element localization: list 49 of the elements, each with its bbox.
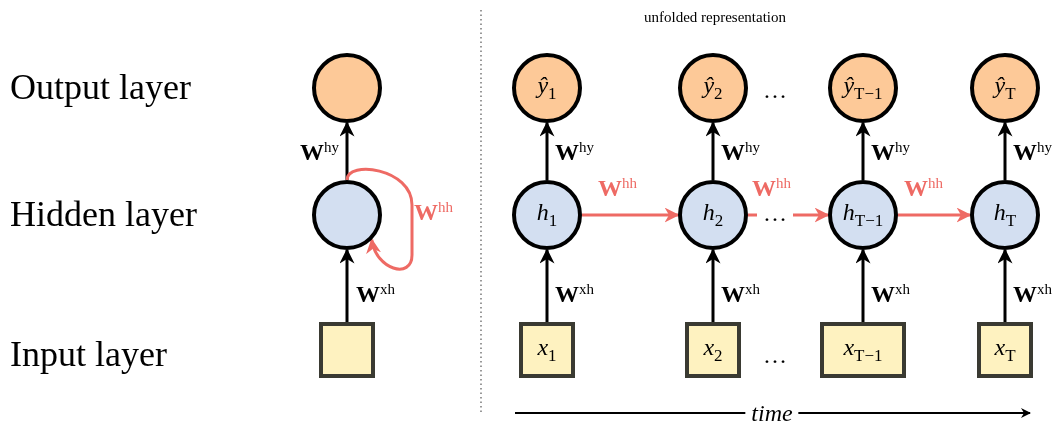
- node-label: ŷ$_{1}$: [537, 72, 557, 104]
- edge-label: W$^{hy}$: [555, 140, 594, 164]
- arrow: [539, 121, 555, 180]
- arrow: [582, 207, 680, 223]
- arrow: [997, 248, 1013, 322]
- edge-label: W$^{hy}$: [1013, 140, 1052, 164]
- title-text: unfolded representation: [644, 8, 786, 26]
- input-node: [519, 322, 575, 378]
- edge-label: W$^{xh}$: [721, 282, 760, 306]
- edge-label: W$^{hh}$: [904, 176, 943, 200]
- ellipsis: …: [763, 75, 787, 105]
- layer-label: Hidden layer: [10, 193, 197, 237]
- node-label: ŷ$_{T}$: [994, 72, 1016, 104]
- arrow: [705, 121, 721, 180]
- edge-label: W$^{xh}$: [871, 282, 910, 306]
- edge-label: W$^{hy}$: [300, 140, 339, 164]
- node-label: x$_{T}$: [994, 334, 1016, 366]
- edge-label: W$^{hh}$: [598, 176, 637, 200]
- input-node: [685, 322, 741, 378]
- ellipsis: …: [763, 340, 787, 370]
- node-label: ŷ$_{T−1}$: [843, 72, 883, 104]
- arrow: [339, 248, 355, 322]
- layer-label: Output layer: [10, 66, 191, 110]
- arrow: [345, 167, 414, 271]
- node-label: h$_{T−1}$: [842, 199, 884, 231]
- input-node: [820, 322, 906, 378]
- node-label: h$_{2}$: [702, 199, 724, 231]
- node-label: h$_{1}$: [536, 199, 558, 231]
- edge-label: W$^{hh}$: [414, 200, 453, 224]
- layer-label: Input layer: [10, 333, 167, 377]
- arrow: [898, 207, 972, 223]
- input-node: [319, 322, 375, 378]
- node-label: x$_{2}$: [703, 334, 723, 366]
- node-label: ŷ$_{2}$: [703, 72, 723, 104]
- edge-label: W$^{hy}$: [871, 140, 910, 164]
- arrow: [539, 248, 555, 322]
- edge-label: W$^{xh}$: [356, 282, 395, 306]
- edge-label: W$^{hh}$: [752, 176, 791, 200]
- node-label: x$_{T−1}$: [843, 334, 883, 366]
- arrow: [855, 121, 871, 180]
- input-node: [977, 322, 1033, 378]
- edge-label: W$^{xh}$: [555, 282, 594, 306]
- edge-label: W$^{hy}$: [721, 140, 760, 164]
- arrow: [997, 121, 1013, 180]
- node-label: h$_{T}$: [993, 199, 1017, 231]
- arrow: [705, 248, 721, 322]
- arrow: [855, 248, 871, 322]
- node-label: x$_{1}$: [537, 334, 557, 366]
- edge-label: W$^{xh}$: [1013, 282, 1052, 306]
